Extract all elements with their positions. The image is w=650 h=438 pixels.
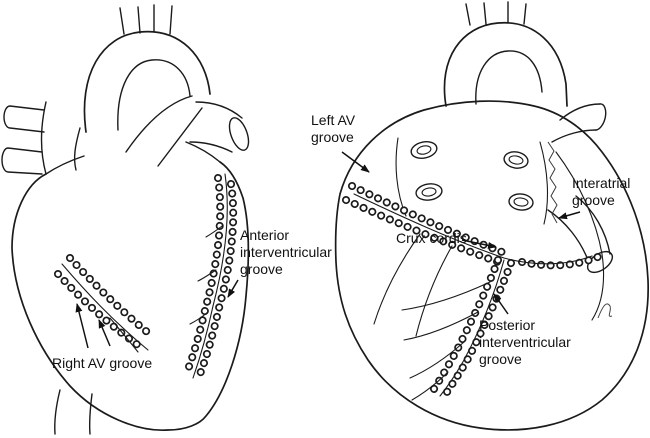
left-av-groove-fat (346, 186, 600, 265)
anterior-interventricular-groove-fat (187, 178, 233, 374)
label-posterior-interventricular-groove: Posterior interventricular groove (479, 317, 571, 368)
pulmonary-vein-openings (410, 141, 534, 211)
label-right-av-groove: Right AV groove (52, 355, 152, 372)
superior-vena-cava-anterior (40, 101, 81, 175)
aortic-arch-posterior (443, 1, 568, 107)
label-interatrial-groove: Interatrial groove (572, 175, 630, 209)
label-crux-cordis: Crux cordis (396, 230, 467, 247)
label-line: interventricular (479, 334, 571, 350)
arrow-right-av-groove-2 (98, 319, 111, 347)
arrow-interatrial-groove (558, 211, 581, 220)
arrow-left-av-groove (341, 151, 370, 173)
label-line: Right AV groove (52, 355, 153, 371)
label-line: Crux cordis (396, 230, 467, 246)
label-anterior-interventricular-groove: Anterior interventricular groove (240, 227, 332, 278)
arrow-crux-cordis (461, 239, 497, 249)
right-pulmonary-vessel-stubs (1, 105, 45, 175)
label-line: interventricular (240, 244, 332, 260)
interatrial-groove-line (547, 141, 558, 224)
label-line: groove (311, 129, 354, 145)
anterior-heart-outline (11, 161, 250, 431)
label-line: Left AV (311, 112, 356, 128)
label-line: groove (479, 351, 522, 367)
aortic-arch-anterior (83, 4, 211, 133)
label-line: groove (240, 261, 283, 277)
label-line: groove (572, 192, 615, 208)
superior-vena-cava-posterior (551, 103, 607, 143)
anterior-view-heart (1, 4, 250, 435)
posterior-view-heart (334, 1, 649, 431)
label-left-av-groove: Left AV groove (311, 112, 355, 146)
inferior-vena-cava-anterior (54, 389, 93, 435)
artist-signature (597, 303, 613, 319)
arrow-anterior-interventricular-groove (227, 279, 239, 298)
anterior-coronary-vessels (61, 173, 228, 379)
posterior-coronary-vessels (353, 193, 593, 401)
label-line: Posterior (479, 317, 536, 333)
pulmonary-trunk-anterior (125, 95, 250, 167)
right-atrium-border (555, 151, 605, 321)
arrow-posterior-interventricular-groove (493, 293, 509, 315)
posterior-heart-outline (334, 100, 649, 431)
label-line: Interatrial (572, 175, 631, 191)
left-atrium-borders (395, 137, 549, 225)
arrow-right-av-groove-1 (75, 303, 89, 349)
anterior-heart-base-lines (45, 141, 221, 175)
label-line: Anterior (240, 227, 290, 243)
annotation-arrows (75, 151, 581, 349)
